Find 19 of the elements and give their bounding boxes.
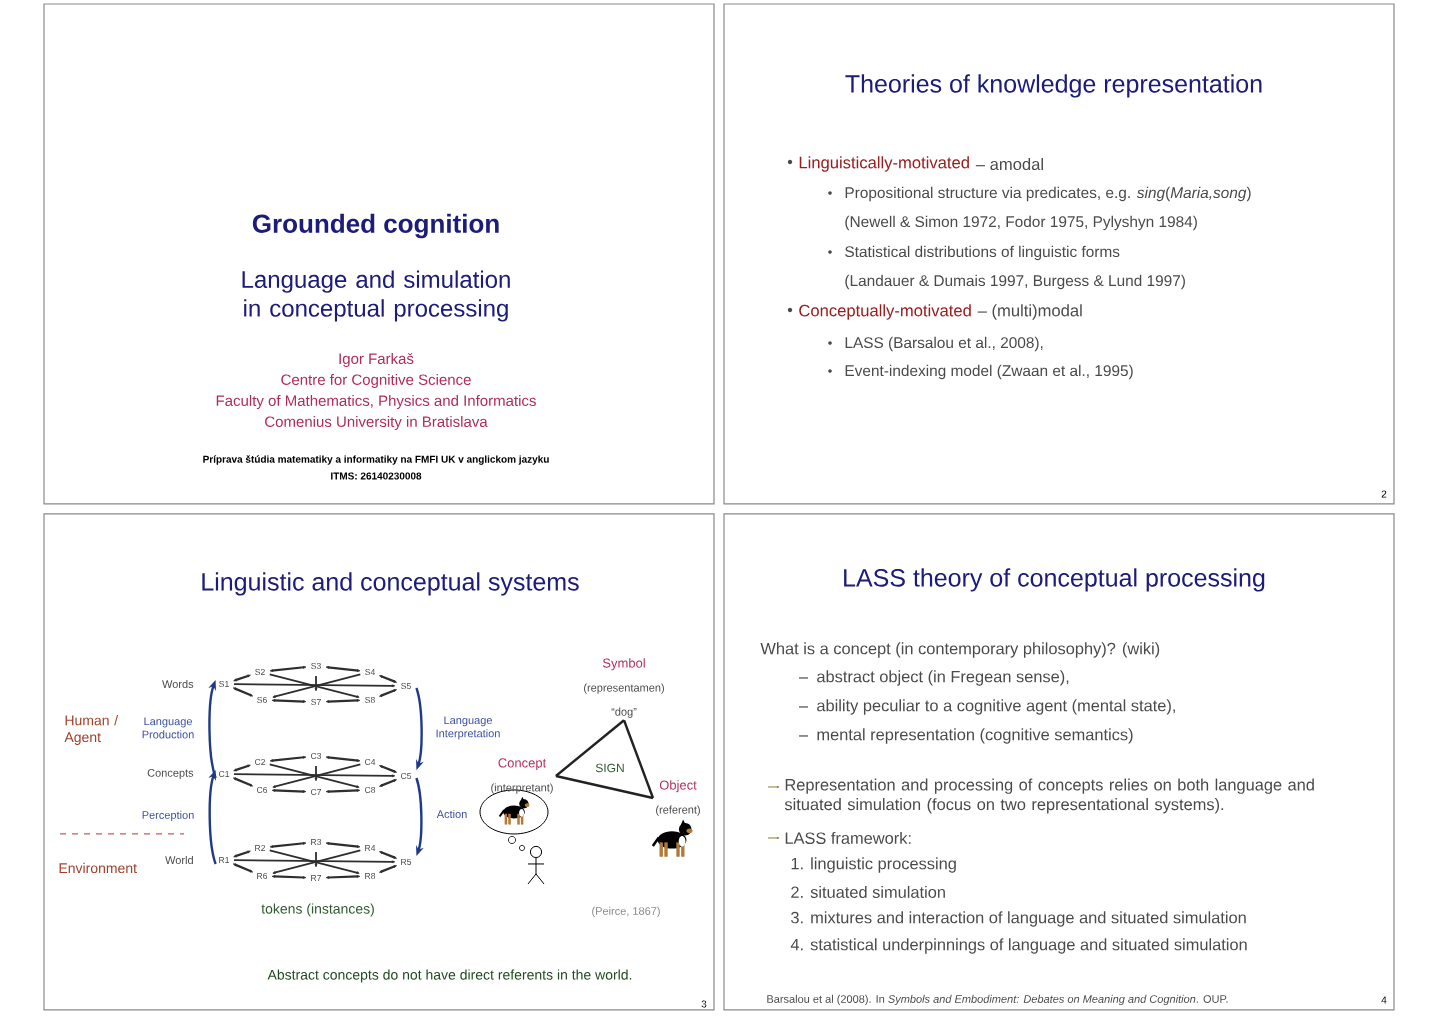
bullet-text: – (multi)modal bbox=[977, 304, 1082, 320]
bullet-text: – amodal bbox=[975, 157, 1043, 171]
list-item: abstract object (in Fregean sense), bbox=[817, 670, 1069, 686]
bullet-text: Conceptually-motivated bbox=[799, 304, 971, 320]
slide-title: Grounded cognition bbox=[252, 213, 499, 239]
slide-title: LASS theory of conceptual processing bbox=[844, 568, 1265, 592]
bullet-text: LASS framework: bbox=[785, 831, 911, 844]
bullet-text: Representation and processing of concepts relies on both language and situated simulation (focus on two representational systems). bbox=[784, 778, 1314, 814]
list-item: 3. mixtures and interaction of language and situated simulation bbox=[791, 911, 1246, 927]
list-item: 2. situated simulation bbox=[791, 885, 945, 898]
question-text: What is a concept (in contemporary philosophy)? (wiki) bbox=[760, 642, 1160, 658]
list-item: 1. linguistic processing bbox=[791, 857, 956, 873]
list-item: mental representation (cognitive semantics) bbox=[817, 728, 1133, 744]
list-item: ability peculiar to a cognitive agent (mental state), bbox=[817, 699, 1175, 715]
slide-title: Theories of knowledge representation bbox=[845, 74, 1262, 98]
slide-subtitle: Language and simulation in conceptual processing bbox=[242, 270, 510, 322]
bullet-text: Linguistically-motivated bbox=[799, 156, 969, 172]
list-item: 4. statistical underpinnings of language and situated simulation bbox=[790, 938, 1247, 954]
slide-title: Linguistic and conceptual systems bbox=[202, 572, 579, 596]
